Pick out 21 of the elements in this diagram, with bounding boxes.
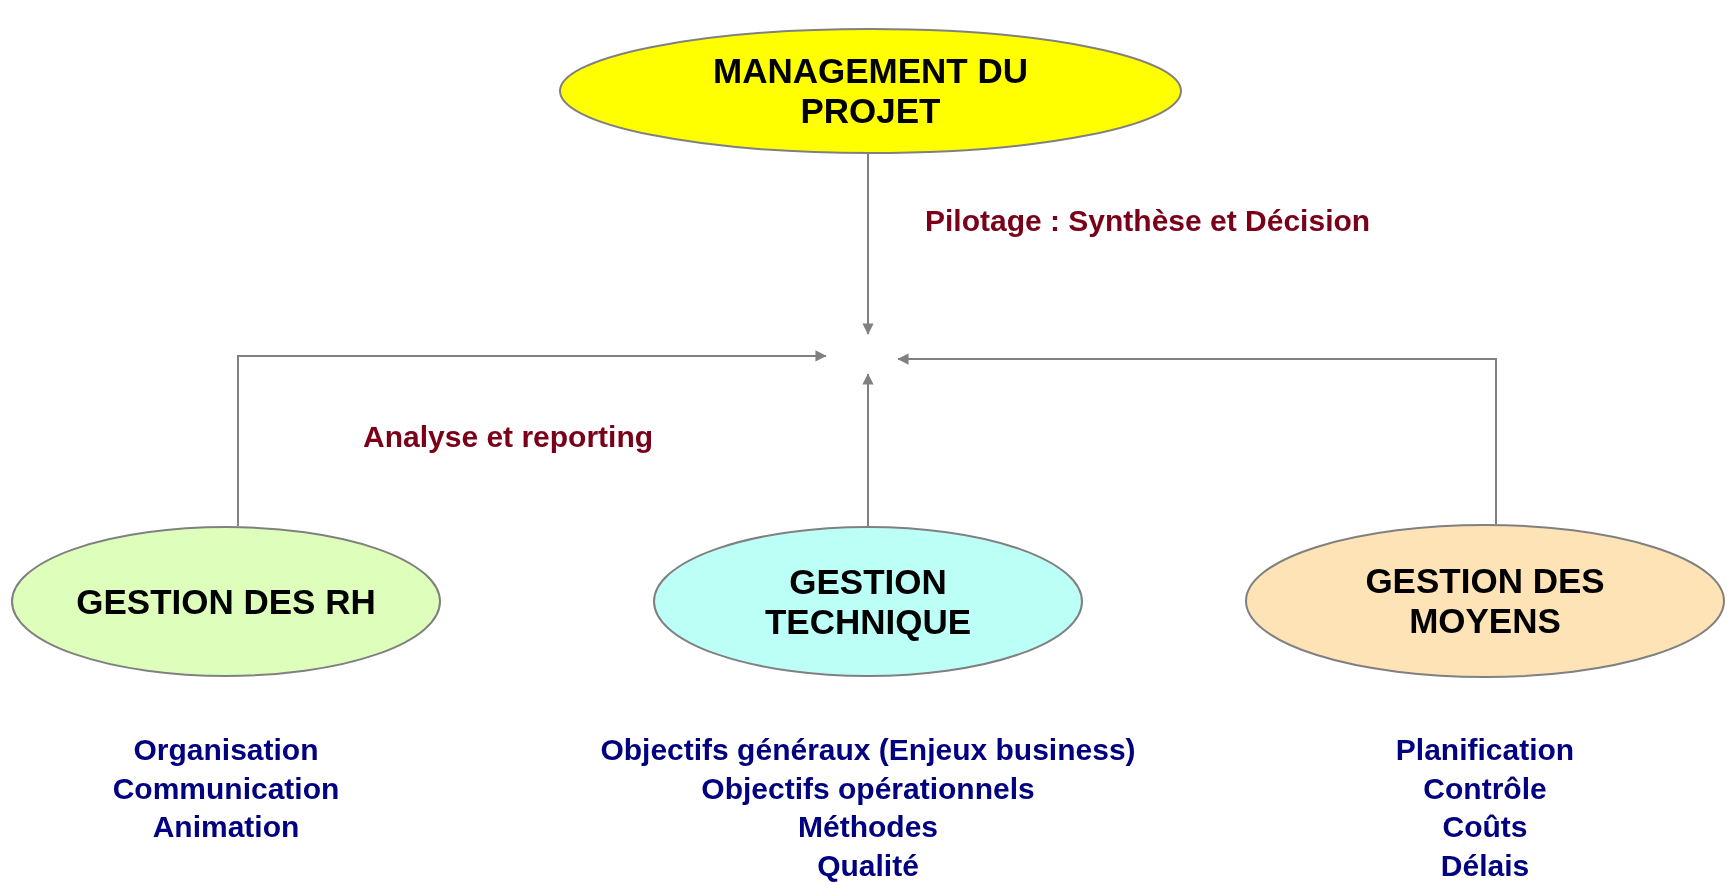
list-item: Contrôle <box>1423 771 1547 805</box>
list-item: Méthodes <box>798 810 938 843</box>
node-title: GESTION DES RH <box>76 581 376 622</box>
arrow <box>862 153 874 335</box>
arrow <box>237 350 827 528</box>
annotation-text: Pilotage : Synthèse et Décision <box>925 204 1371 238</box>
list-item: Planification <box>1395 733 1575 766</box>
node-title: MANAGEMENT DU PROJET <box>712 51 1029 131</box>
arrow <box>897 353 1497 526</box>
list-item: Coûts <box>1442 810 1528 843</box>
node-title: GESTION DES MOYENS <box>1364 561 1606 641</box>
list-item: Délais <box>1440 848 1530 882</box>
list-item: Communication <box>112 771 340 805</box>
list-item: Organisation <box>133 733 319 766</box>
annotation-text: Analyse et reporting <box>363 420 654 454</box>
list-item: Animation <box>152 810 300 843</box>
arrow <box>862 373 874 527</box>
list-item: Qualité <box>817 848 919 882</box>
node-title: GESTION TECHNIQUE <box>763 561 973 642</box>
list-item: Objectifs opérationnels <box>701 771 1035 805</box>
list-item: Objectifs généraux (Enjeux business) <box>600 733 1136 766</box>
